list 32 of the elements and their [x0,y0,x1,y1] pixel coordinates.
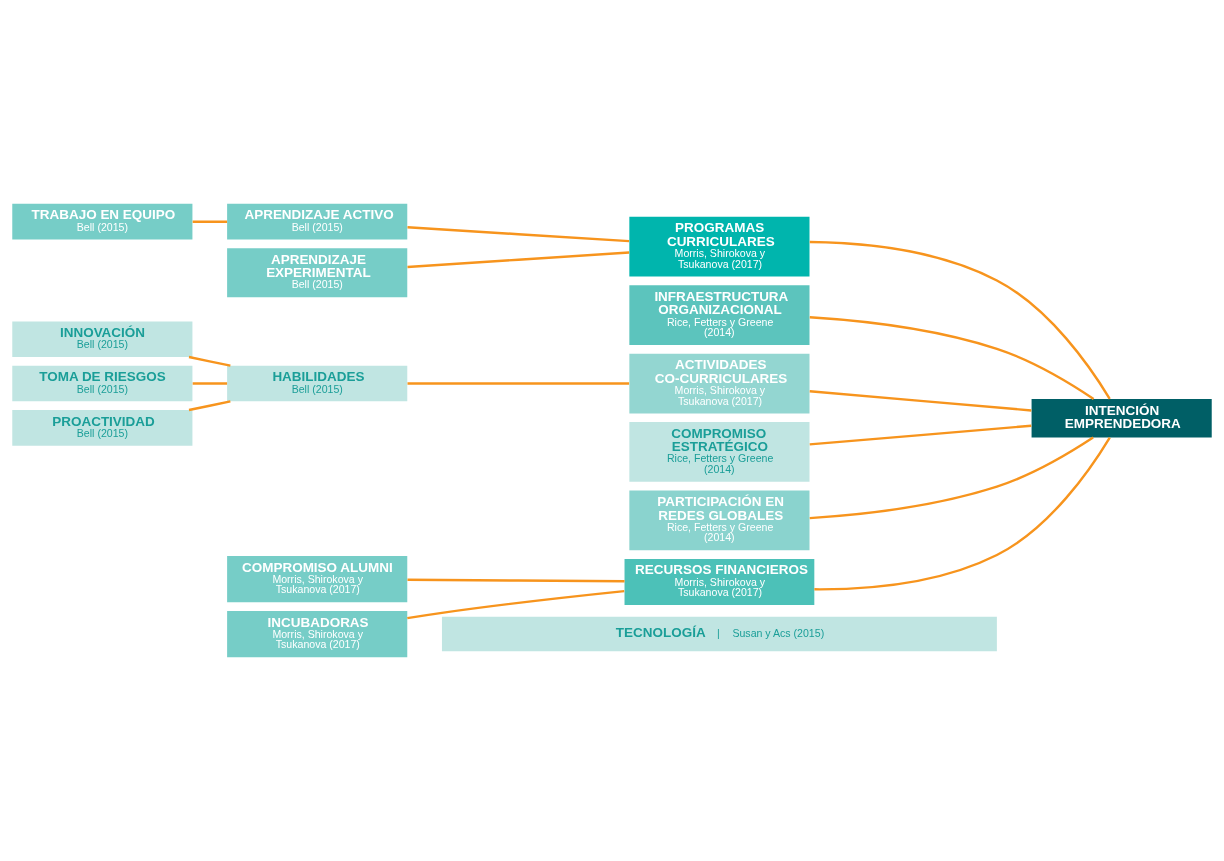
node-box: APRENDIZAJE ACTIVO Bell (2015) [227,203,408,240]
node-box: COMPROMISO ALUMNI Morris, Shirokova y Tsukanova (2017) [227,556,408,603]
connector [809,436,1094,520]
node-box: TECNOLOGÍA | Susan y Acs (2015) [441,616,997,652]
connector [809,240,1111,400]
node-box: PROACTIVIDAD Bell (2015) [12,410,193,446]
node-box: ACTIVIDADES CO-CURRICULARES Morris, Shirokova y Tsukanova (2017) [629,353,810,414]
node-box: PROGRAMAS CURRICULARES Morris, Shirokova y Tsukanova (2017) [629,216,810,277]
connector [809,390,1032,412]
node-box: RECURSOS FINANCIEROS Morris, Shirokova y Tsukanova (2017) [624,558,815,606]
node-box: TRABAJO EN EQUIPO Bell (2015) [12,203,193,240]
connector [407,578,625,583]
node-box: INCUBADORAS Morris, Shirokova y Tsukanova (2017) [227,610,408,658]
connector [809,316,1095,400]
node-box: PARTICIPACIÓN EN REDES GLOBALES Rice, Fetters y Greene (2014) [629,490,810,551]
connector [192,220,228,223]
connector [188,355,231,367]
connector [407,226,630,243]
connector [407,589,625,620]
connector [188,400,231,412]
connector [192,382,228,385]
connector [809,424,1032,446]
node-box: INFRAESTRUCTURA ORGANIZACIONAL Rice, Fetters y Greene (2014) [629,285,810,345]
connector [407,251,630,269]
node-box: TOMA DE RIESGOS Bell (2015) [12,365,193,402]
node-box: INTENCIÓN EMPRENDEDORA [1031,398,1212,438]
node-box: COMPROMISO ESTRATÉGICO Rice, Fetters y Greene (2014) [629,422,810,482]
node-box: INNOVACIÓN Bell (2015) [12,321,193,358]
node-box: HABILIDADES Bell (2015) [227,365,408,402]
connector [407,382,630,385]
node-box: APRENDIZAJE EXPERIMENTAL Bell (2015) [227,248,408,298]
connector [814,436,1111,591]
